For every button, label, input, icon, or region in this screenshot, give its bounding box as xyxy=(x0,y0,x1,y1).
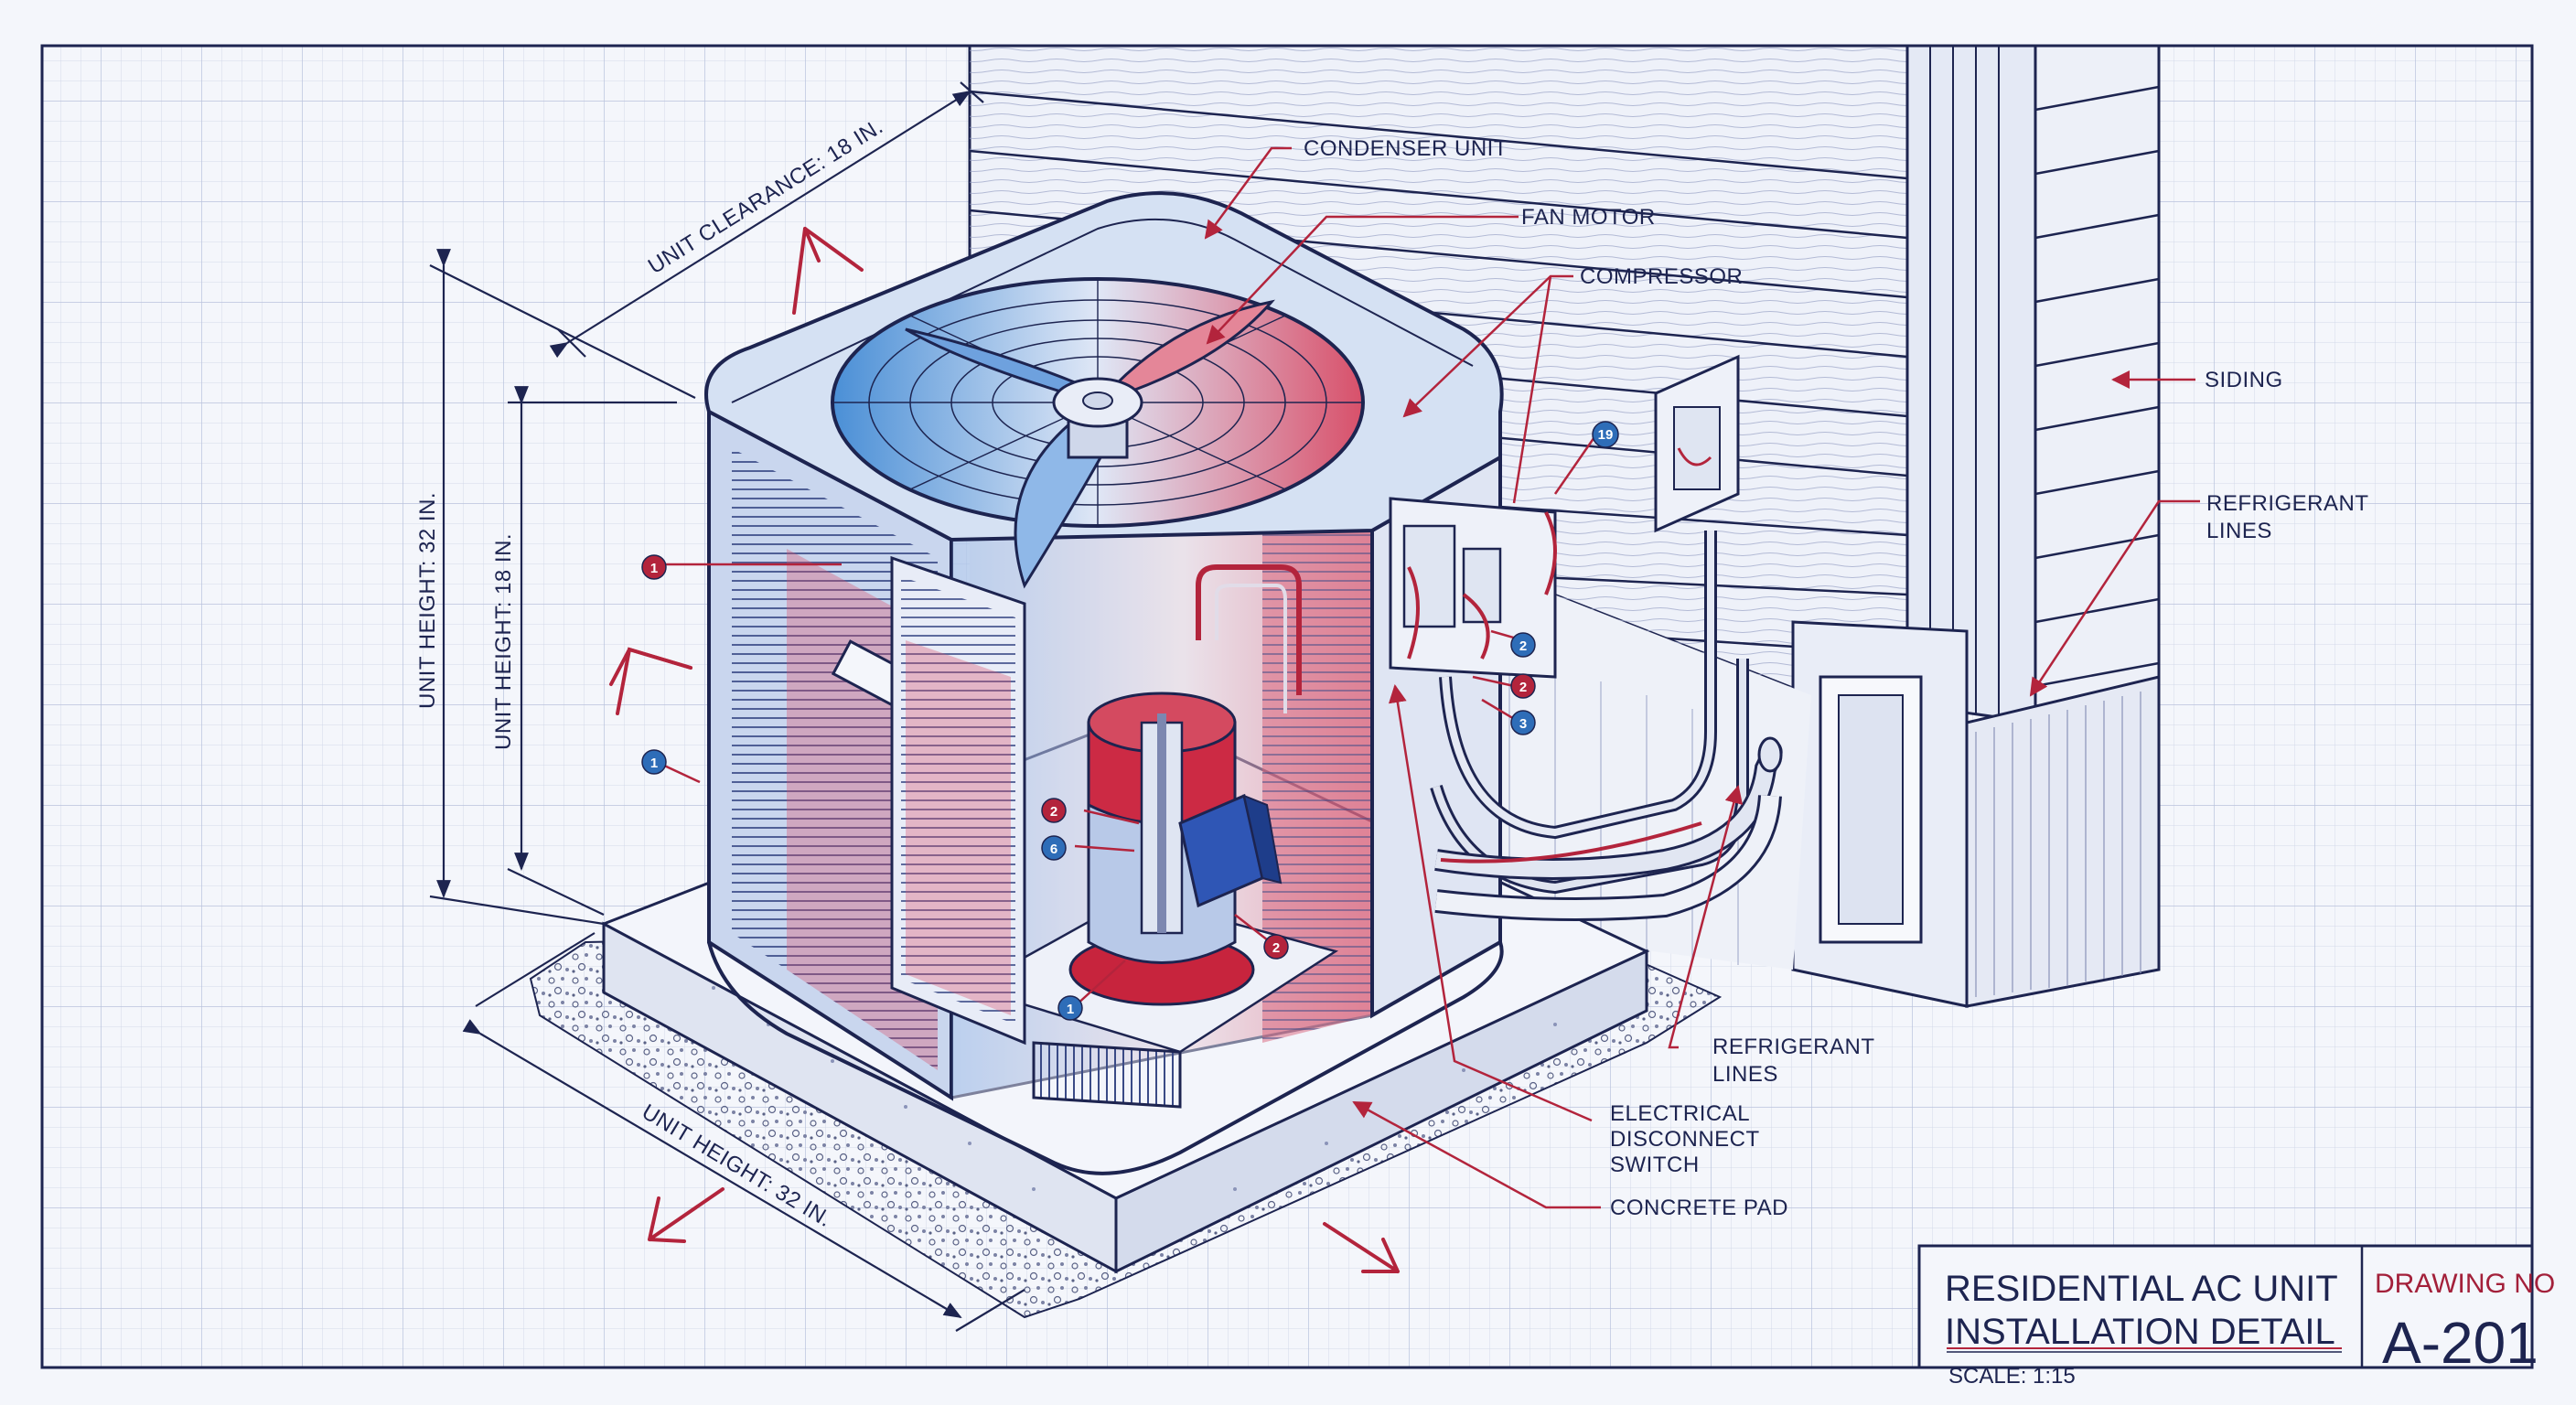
drawing-number: A-201 xyxy=(2382,1310,2538,1376)
corner-trim-lines xyxy=(1929,46,2000,719)
badge-2-red-low: 2 xyxy=(1263,934,1289,960)
title-line-1: RESIDENTIAL AC UNIT xyxy=(1945,1269,2338,1309)
badge-3-blue: 3 xyxy=(1510,710,1536,735)
callout-labels: CONDENSER UNIT FAN MOTOR COMPRESSOR SIDI… xyxy=(1304,136,2369,1220)
label-refrigerant-lines-bottom-2: LINES xyxy=(1712,1062,1778,1087)
label-siding: SIDING xyxy=(2205,368,2283,392)
label-condenser-unit: CONDENSER UNIT xyxy=(1304,136,1508,161)
badge-6-blue: 6 xyxy=(1041,835,1067,861)
badge-1-red: 1 xyxy=(641,554,667,580)
svg-text:6: 6 xyxy=(1050,842,1057,857)
dim-unit-height-32: UNIT HEIGHT: 32 IN. xyxy=(415,492,440,709)
electrical-panel xyxy=(1389,354,1740,679)
arrow-up-right xyxy=(803,227,864,272)
drawing-number-label: DRAWING NO xyxy=(2375,1269,2555,1299)
label-electrical-3: SWITCH xyxy=(1610,1153,1700,1177)
title-scale: SCALE: 1:15 xyxy=(1948,1364,2076,1389)
number-badges: 1 1 2 6 2 1 19 2 2 3 xyxy=(641,421,1619,1021)
svg-text:2: 2 xyxy=(1519,680,1527,695)
label-electrical-2: DISCONNECT xyxy=(1610,1127,1760,1152)
direction-arrows xyxy=(609,227,1400,1273)
label-refrigerant-lines-top-2: LINES xyxy=(2206,519,2272,543)
refrigerant-lines xyxy=(1430,531,1783,921)
dimension-lines xyxy=(429,81,1025,1332)
badge-2-red: 2 xyxy=(1041,798,1067,823)
label-refrigerant-lines-top-1: REFRIGERANT xyxy=(2206,491,2369,516)
compressor xyxy=(1068,564,1302,1006)
svg-text:2: 2 xyxy=(1519,638,1527,654)
label-fan-motor: FAN MOTOR xyxy=(1521,205,1656,230)
svg-text:1: 1 xyxy=(1067,1002,1074,1017)
dim-unit-height-18: UNIT HEIGHT: 18 IN. xyxy=(491,533,516,750)
label-refrigerant-lines-bottom-1: REFRIGERANT xyxy=(1712,1035,1875,1059)
badge-2-red-panel: 2 xyxy=(1510,673,1536,699)
foundation-hatch xyxy=(1975,692,2141,997)
svg-text:19: 19 xyxy=(1598,427,1614,443)
svg-text:2: 2 xyxy=(1050,804,1057,820)
badge-19-blue: 19 xyxy=(1592,421,1619,448)
title-block: RESIDENTIAL AC UNIT INSTALLATION DETAIL … xyxy=(1917,1244,2555,1389)
side-siding-boards xyxy=(2034,85,2160,688)
badge-1-blue: 1 xyxy=(641,749,667,775)
badge-2-blue: 2 xyxy=(1510,632,1536,658)
svg-text:1: 1 xyxy=(650,561,658,576)
label-concrete-pad: CONCRETE PAD xyxy=(1610,1196,1788,1220)
badge-1-blue-low: 1 xyxy=(1057,995,1083,1021)
svg-text:2: 2 xyxy=(1272,940,1280,956)
label-electrical-1: ELECTRICAL xyxy=(1610,1101,1750,1126)
title-line-2: INSTALLATION DETAIL xyxy=(1945,1312,2335,1352)
svg-text:1: 1 xyxy=(650,756,658,771)
label-compressor: COMPRESSOR xyxy=(1580,264,1743,289)
svg-text:3: 3 xyxy=(1519,716,1527,732)
